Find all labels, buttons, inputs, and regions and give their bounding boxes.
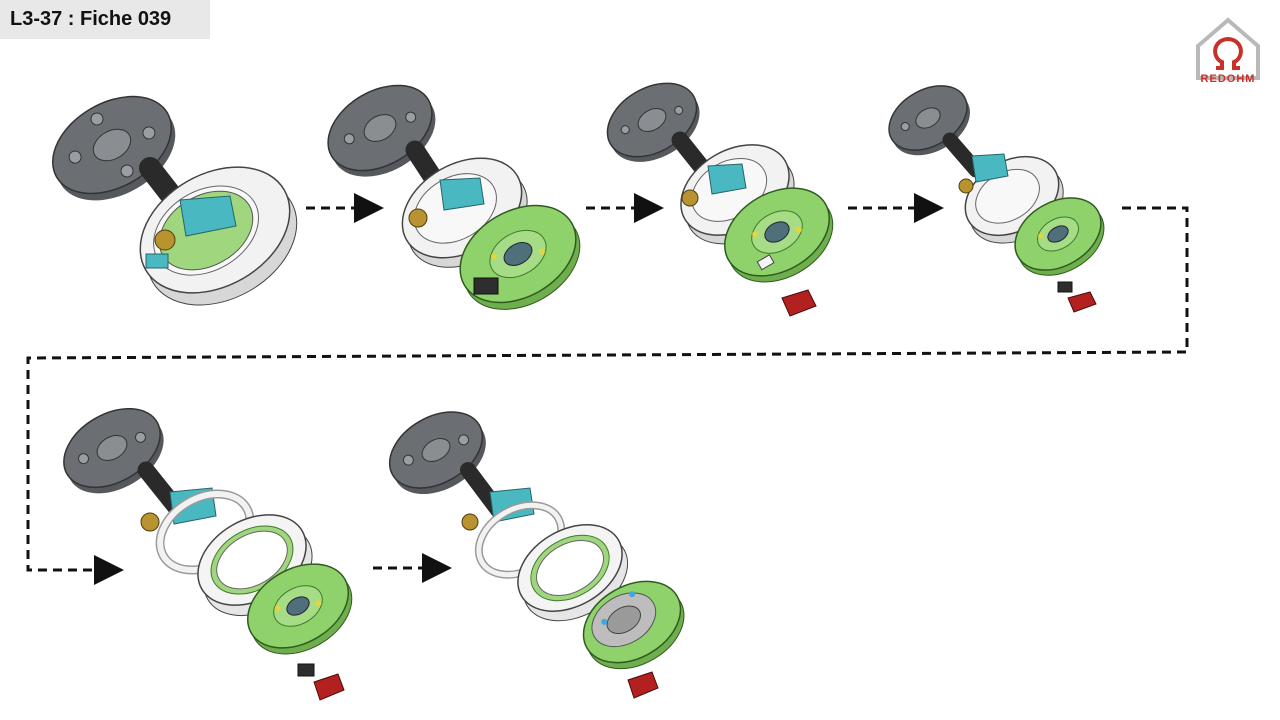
lens-plate-dome <box>582 580 685 670</box>
cyan-block <box>145 253 169 269</box>
brass-connector <box>461 513 479 531</box>
lens-plate <box>723 187 834 283</box>
red-switch <box>627 671 659 699</box>
brass-connector <box>408 208 428 228</box>
flow-arrows <box>26 193 1189 585</box>
brass-connector <box>958 178 974 194</box>
bracket <box>179 195 237 237</box>
page-title: L3-37 : Fiche 039 <box>10 8 172 30</box>
step-5 <box>63 407 353 701</box>
bracket <box>439 177 485 211</box>
step-2 <box>327 84 581 310</box>
step-3 <box>606 82 834 317</box>
lens-plate <box>1014 197 1105 276</box>
brass-connector <box>140 512 160 532</box>
red-switch <box>781 289 817 317</box>
red-switch <box>1067 291 1097 313</box>
step-4 <box>888 85 1105 313</box>
bracket <box>971 153 1009 183</box>
brass-connector <box>681 189 699 207</box>
redohm-logo <box>1196 17 1260 80</box>
switch-module <box>473 277 499 295</box>
circuit-board <box>1057 281 1073 293</box>
brass-connector <box>154 229 176 251</box>
mount-plate <box>388 411 486 495</box>
step-6 <box>388 411 685 699</box>
shaft <box>942 132 984 178</box>
arrow-4-5 <box>26 206 1189 585</box>
step-1 <box>51 95 298 306</box>
lens-plate <box>246 563 353 655</box>
logo-text: REDOHM <box>1200 73 1256 85</box>
circuit-board <box>297 663 315 677</box>
page-title-box: L3-37 : Fiche 039 <box>0 0 210 39</box>
bracket <box>707 163 747 195</box>
red-switch <box>313 673 345 701</box>
